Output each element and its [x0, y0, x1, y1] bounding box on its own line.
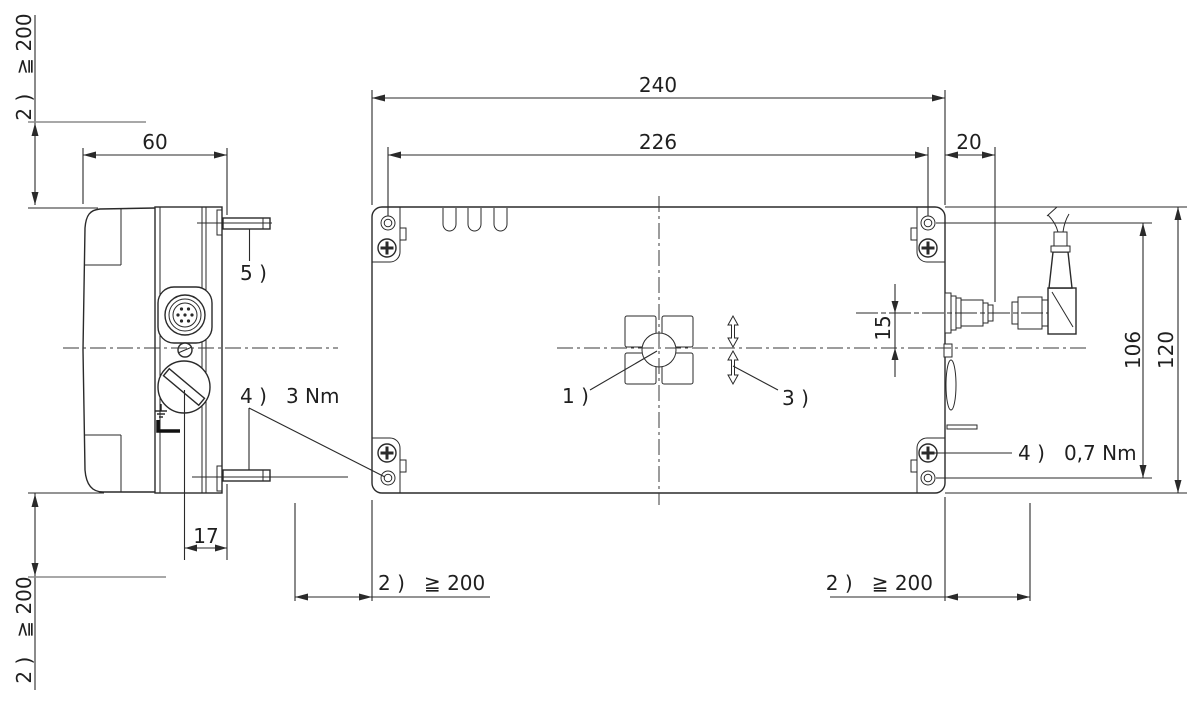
centerlines [63, 196, 1090, 505]
position-indicator [945, 359, 957, 411]
callout-4-3nm: 4 ) 3 Nm [240, 384, 339, 408]
shaft-pin-top [222, 217, 271, 230]
side-view [82, 206, 348, 494]
dimension-graphics [28, 15, 1187, 690]
shaft-coupling [624, 315, 694, 385]
dimension-labels: 240 226 20 60 17 120 106 15 [142, 73, 1178, 548]
callout-3: 3 ) [782, 386, 809, 410]
callout-1: 1 ) [562, 384, 589, 408]
cover-screws [377, 238, 938, 463]
dim-226-label: 226 [639, 130, 677, 154]
clearance-bottom-right-label: 2 ) ≧ 200 [826, 571, 933, 595]
clearance-top-left-label: 2 ) ≧ 200 [12, 13, 36, 120]
dim-17-label: 17 [193, 524, 218, 548]
vent-slots [442, 208, 508, 232]
dim-240-label: 240 [639, 73, 677, 97]
direction-arrows [727, 314, 739, 386]
callout-labels: 1 ) 3 ) 5 ) 4 ) 3 Nm 4 ) 0,7 Nm 2 ) ≧ 20… [12, 13, 1137, 683]
dim-20-label: 20 [956, 130, 981, 154]
earth-symbol [155, 404, 167, 418]
dim-15-label: 15 [871, 315, 895, 340]
side-view-housing [154, 206, 223, 494]
shaft-pin-bottom [222, 469, 271, 482]
clearance-bottom-left-label: 2 ) ≧ 200 [12, 576, 36, 683]
clearance-bottom-middle-label: 2 ) ≧ 200 [378, 571, 485, 595]
dim-60-label: 60 [142, 130, 167, 154]
dim-106-label: 106 [1121, 331, 1145, 369]
m12-pins [176, 307, 194, 323]
dim-120-label: 120 [1154, 331, 1178, 369]
cable-plug [1011, 206, 1077, 335]
top-view [371, 206, 1077, 494]
side-view-cap-outline [82, 207, 156, 493]
callout-4-07nm: 4 ) 0,7 Nm [1018, 441, 1137, 465]
callout-5: 5 ) [240, 261, 267, 285]
